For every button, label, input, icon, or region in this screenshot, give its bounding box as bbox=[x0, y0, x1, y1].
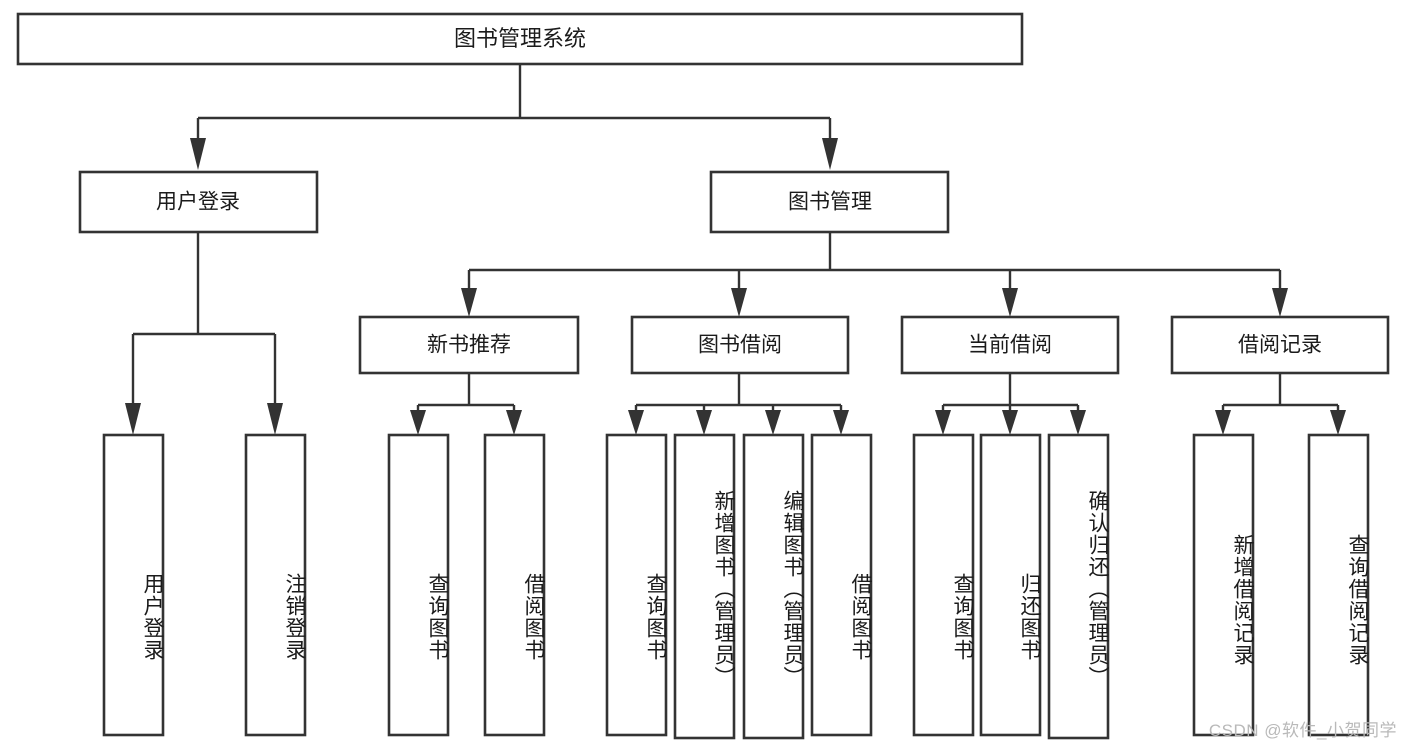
arrowhead-bb-leaf-3 bbox=[765, 410, 781, 435]
node-box-leaf-bb-add-book[interactable] bbox=[673, 433, 736, 740]
node-book-management[interactable]: 图书管理 bbox=[709, 170, 950, 234]
node-box-leaf-br-query-record[interactable] bbox=[1307, 433, 1370, 737]
node-box-leaf-nbr-query-book[interactable] bbox=[387, 433, 450, 737]
node-box-leaf-bb-query-book[interactable] bbox=[605, 433, 668, 737]
arrowhead-nbr-leaf-2 bbox=[506, 410, 522, 435]
arrowhead-bb-leaf-2 bbox=[696, 410, 712, 435]
node-box-leaf-nbr-borrow-book[interactable] bbox=[483, 433, 546, 737]
node-borrow-record[interactable]: 借阅记录 bbox=[1170, 315, 1390, 375]
arrowhead-nbr-leaf-1 bbox=[410, 410, 426, 435]
arrowhead-br-leaf-2 bbox=[1330, 410, 1346, 435]
node-box-current-borrow[interactable] bbox=[900, 315, 1120, 375]
arrowhead-current-borrow bbox=[1002, 288, 1018, 317]
arrowhead-cb-leaf-1 bbox=[935, 410, 951, 435]
node-box-leaf-bb-edit-book[interactable] bbox=[742, 433, 805, 740]
connector-group-new-book-recommend bbox=[410, 373, 522, 435]
node-current-borrow[interactable]: 当前借阅 bbox=[900, 315, 1120, 375]
node-box-leaf-cb-confirm-return[interactable] bbox=[1047, 433, 1110, 740]
node-book-borrow[interactable]: 图书借阅 bbox=[630, 315, 850, 375]
csdn-watermark: CSDN @软件_小贺同学 bbox=[1208, 721, 1397, 740]
arrowhead-leaf-logout bbox=[267, 403, 283, 435]
node-label-user-login: 用户登录 bbox=[156, 191, 240, 214]
node-box-user-login[interactable] bbox=[78, 170, 319, 234]
node-box-leaf-br-add-record[interactable] bbox=[1192, 433, 1255, 737]
node-new-book-recommend[interactable]: 新书推荐 bbox=[358, 315, 580, 375]
arrowhead-book-borrow bbox=[731, 288, 747, 317]
node-box-leaf-user-login[interactable] bbox=[102, 433, 165, 737]
arrowhead-bb-leaf-1 bbox=[628, 410, 644, 435]
node-label-current-borrow: 当前借阅 bbox=[968, 334, 1052, 357]
arrowhead-leaf-user-login bbox=[125, 403, 141, 435]
arrowhead-book-mgmt bbox=[822, 138, 838, 170]
node-label-borrow-record: 借阅记录 bbox=[1238, 334, 1322, 357]
node-label-root: 图书管理系统 bbox=[454, 26, 586, 51]
connector-group-current-borrow bbox=[935, 373, 1086, 435]
node-label-book-borrow: 图书借阅 bbox=[698, 334, 782, 357]
arrowhead-br-leaf-1 bbox=[1215, 410, 1231, 435]
node-box-leaf-bb-borrow-book[interactable] bbox=[810, 433, 873, 737]
arrowhead-cb-leaf-2 bbox=[1002, 410, 1018, 435]
arrowhead-user-login bbox=[190, 138, 206, 170]
connector-group-root bbox=[190, 64, 838, 170]
connector-group-user-login bbox=[125, 232, 283, 435]
connector-group-book-borrow bbox=[628, 373, 849, 435]
arrowhead-new-book-recommend bbox=[461, 288, 477, 317]
node-box-borrow-record[interactable] bbox=[1170, 315, 1390, 375]
connector-group-book-mgmt bbox=[461, 232, 1288, 317]
connector-group-borrow-record bbox=[1215, 373, 1346, 435]
node-user-login[interactable]: 用户登录 bbox=[78, 170, 319, 234]
node-box-book-management[interactable] bbox=[709, 170, 950, 234]
node-box-root[interactable] bbox=[16, 12, 1024, 66]
arrowhead-bb-leaf-4 bbox=[833, 410, 849, 435]
node-box-leaf-logout[interactable] bbox=[244, 433, 307, 737]
node-box-new-book-recommend[interactable] bbox=[358, 315, 580, 375]
node-label-new-book-recommend: 新书推荐 bbox=[427, 334, 511, 357]
node-root-system[interactable]: 图书管理系统 bbox=[16, 12, 1024, 66]
node-box-book-borrow[interactable] bbox=[630, 315, 850, 375]
node-box-leaf-cb-return-book[interactable] bbox=[979, 433, 1042, 737]
arrowhead-cb-leaf-3 bbox=[1070, 410, 1086, 435]
node-label-book-management: 图书管理 bbox=[788, 191, 872, 214]
arrowhead-borrow-record bbox=[1272, 288, 1288, 317]
node-box-leaf-cb-query-book[interactable] bbox=[912, 433, 975, 737]
